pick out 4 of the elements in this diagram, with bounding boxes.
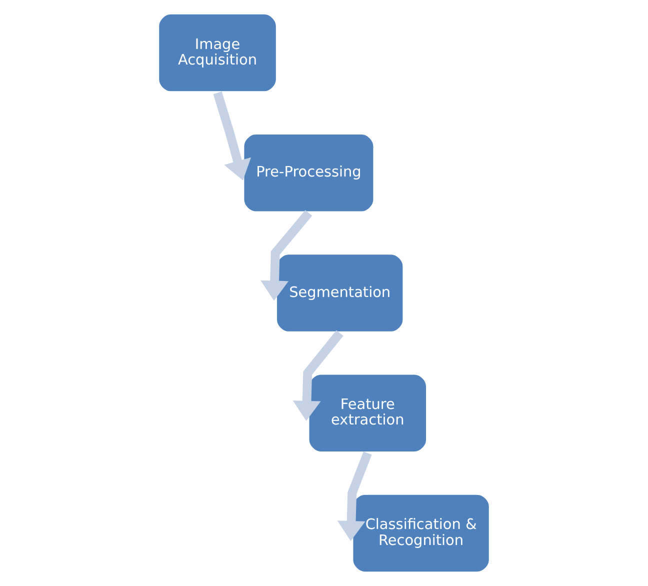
arrow: [260, 210, 312, 301]
arrow: [213, 92, 252, 180]
arrow: [337, 452, 372, 541]
arrow: [292, 330, 344, 421]
